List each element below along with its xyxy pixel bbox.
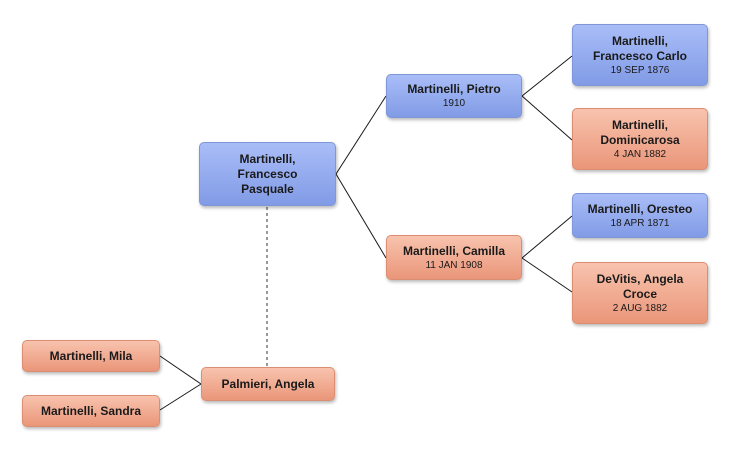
person-date: 19 SEP 1876 [610, 64, 670, 76]
person-name: Martinelli, Dominicarosa [600, 117, 680, 147]
person-name: DeVitis, Angela Croce [596, 271, 684, 301]
person-date: 4 JAN 1882 [613, 148, 667, 160]
person-card-angela-palmieri[interactable]: Palmieri, Angela [201, 367, 335, 401]
person-date: 1910 [442, 98, 466, 109]
person-card-francesco-pasquale[interactable]: Martinelli, Francesco Pasquale [199, 142, 336, 206]
person-card-camilla[interactable]: Martinelli, Camilla 11 JAN 1908 [386, 235, 522, 280]
connector-camilla-oresteo [521, 215, 573, 259]
person-card-mila[interactable]: Martinelli, Mila [22, 340, 160, 372]
person-date: 18 APR 1871 [610, 217, 670, 229]
person-card-angela-croce[interactable]: DeVitis, Angela Croce 2 AUG 1882 [572, 262, 708, 324]
connector-mila-palmieri [159, 355, 202, 385]
person-card-oresteo[interactable]: Martinelli, Oresteo 18 APR 1871 [572, 193, 708, 238]
person-card-francesco-carlo[interactable]: Martinelli, Francesco Carlo 19 SEP 1876 [572, 24, 708, 86]
person-card-pietro[interactable]: Martinelli, Pietro 1910 [386, 74, 522, 118]
person-name: Martinelli, Francesco Carlo [592, 33, 688, 63]
person-name: Martinelli, Mila [49, 348, 133, 363]
connector-francesco-pietro [335, 95, 387, 175]
person-name: Martinelli, Oresteo [587, 201, 693, 216]
person-name: Martinelli, Pietro [407, 82, 501, 96]
connector-camilla-angela-croce [521, 257, 573, 293]
person-name: Palmieri, Angela [221, 376, 315, 391]
person-date: 11 JAN 1908 [425, 259, 483, 271]
person-name: Martinelli, Camilla [402, 243, 506, 258]
person-name: Martinelli, Sandra [40, 403, 142, 418]
person-card-dominicarosa[interactable]: Martinelli, Dominicarosa 4 JAN 1882 [572, 108, 708, 170]
connector-pietro-francesco-carlo [521, 55, 573, 97]
person-card-sandra[interactable]: Martinelli, Sandra [22, 395, 160, 427]
connector-francesco-camilla [335, 173, 387, 259]
connector-pietro-dominicarosa [521, 95, 573, 141]
person-name: Martinelli, Francesco Pasquale [237, 151, 298, 196]
person-date: 2 AUG 1882 [612, 302, 668, 314]
connector-sandra-palmieri [159, 383, 202, 411]
